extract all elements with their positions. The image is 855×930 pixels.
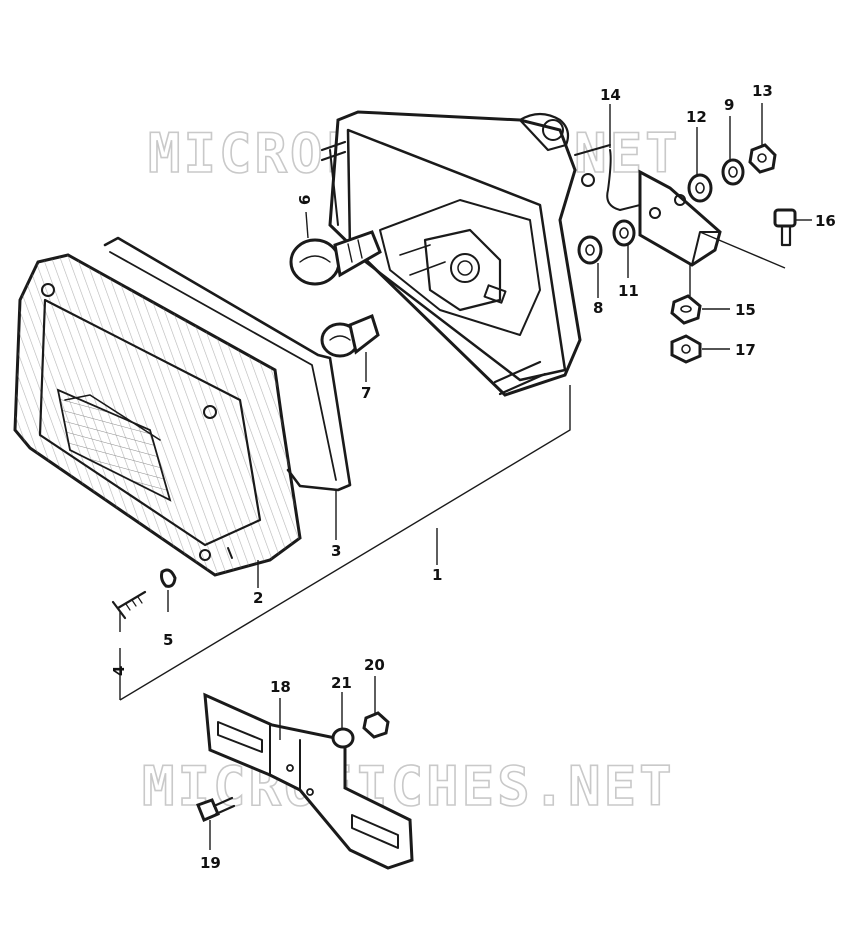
callout-12: 12 <box>686 108 707 126</box>
lens <box>13 253 302 577</box>
watermark-bottom: MICROFICHES.NET <box>142 755 675 818</box>
washer-21 <box>331 727 355 749</box>
washer-8 <box>577 235 603 265</box>
washer-9 <box>721 158 745 186</box>
gasket <box>103 236 352 492</box>
nut-13 <box>748 143 777 174</box>
callout-7: 7 <box>361 384 371 402</box>
nut-17 <box>670 334 702 364</box>
callout-16: 16 <box>815 212 836 230</box>
leader-lines <box>119 103 812 850</box>
callout-18: 18 <box>270 678 291 696</box>
mounting-bracket <box>574 144 722 267</box>
callout-21: 21 <box>331 674 352 692</box>
callout-17: 17 <box>735 341 756 359</box>
callout-6: 6 <box>296 195 314 205</box>
callout-11: 11 <box>618 282 639 300</box>
callout-20: 20 <box>364 656 385 674</box>
bolt-16 <box>773 208 797 247</box>
callout-1: 1 <box>432 566 442 584</box>
washer-11 <box>612 219 636 247</box>
callout-3: 3 <box>331 542 341 560</box>
nut-20 <box>362 711 390 739</box>
bulb-lower <box>320 313 380 358</box>
callout-14: 14 <box>600 86 621 104</box>
callout-4: 4 <box>110 666 128 676</box>
callout-9: 9 <box>724 96 734 114</box>
washer-12 <box>687 173 713 203</box>
callout-2: 2 <box>253 589 263 607</box>
callout-15: 15 <box>735 301 756 319</box>
bolt-19 <box>196 796 236 822</box>
bulb-upper <box>289 230 382 286</box>
callout-8: 8 <box>593 299 603 317</box>
screw <box>111 590 147 620</box>
callout-5: 5 <box>163 631 173 649</box>
nut-15 <box>670 294 702 325</box>
callout-labels: 1 2 3 4 5 6 7 8 9 11 12 13 14 15 16 17 1… <box>110 82 836 872</box>
callout-19: 19 <box>200 854 221 872</box>
callout-13: 13 <box>752 82 773 100</box>
washer-lens <box>160 568 177 588</box>
housing-assembly <box>320 110 582 397</box>
